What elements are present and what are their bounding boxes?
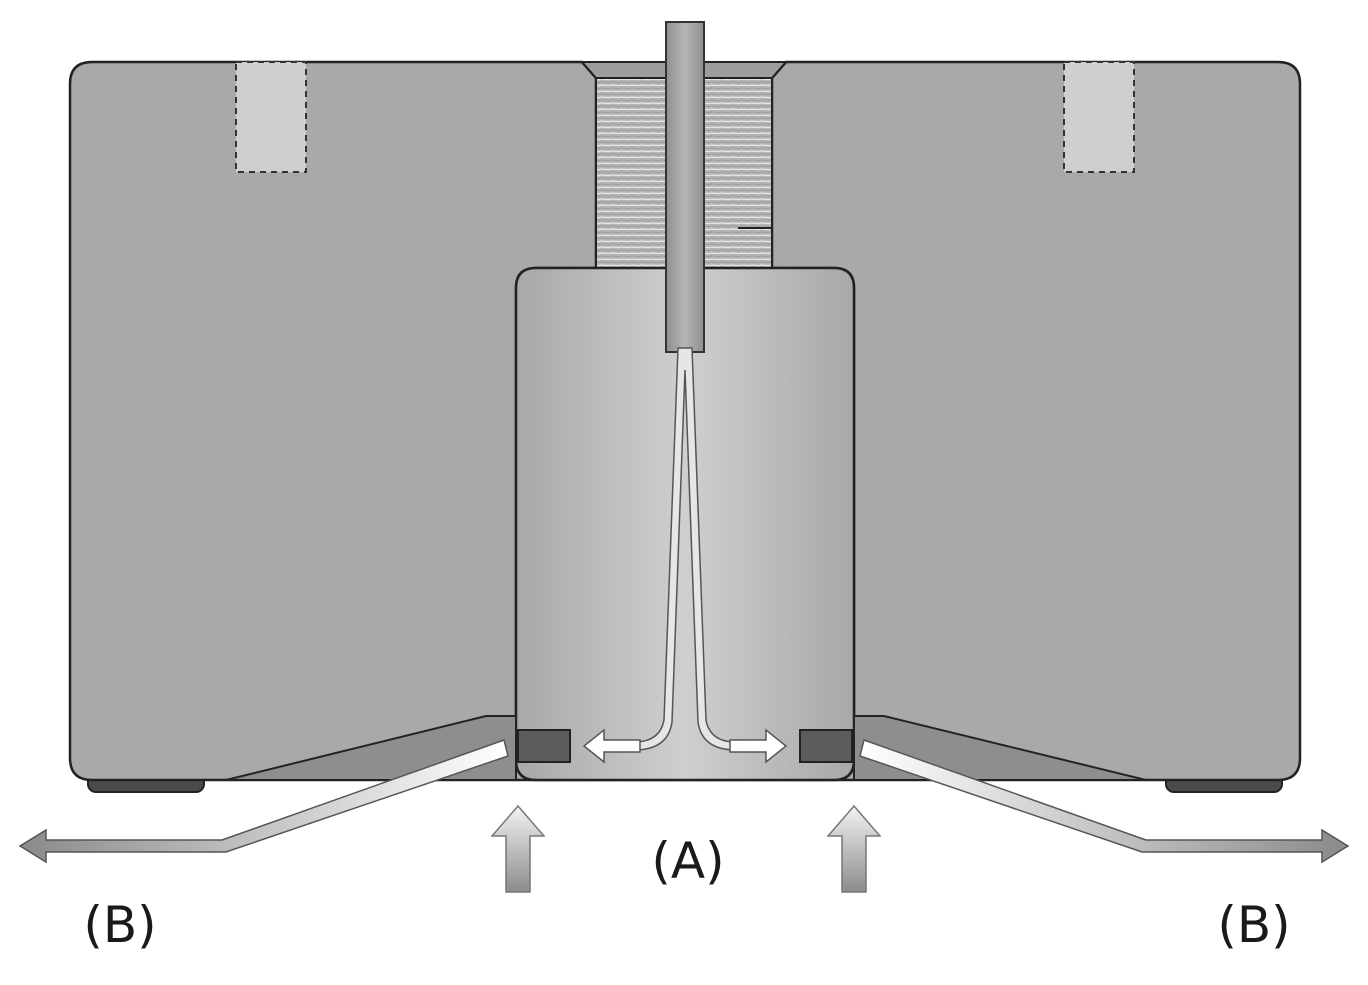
left-seal bbox=[517, 729, 571, 763]
left-outflow-arrow bbox=[18, 739, 509, 864]
label-b-left: (B) bbox=[83, 896, 156, 954]
label-a: (A) bbox=[651, 832, 724, 890]
inner-flow-arrow-right bbox=[729, 728, 788, 764]
inner-flow-arrow-left bbox=[582, 728, 641, 764]
right-inflow-arrow bbox=[826, 804, 882, 893]
right-seal bbox=[799, 729, 853, 763]
label-b-right: (B) bbox=[1217, 896, 1290, 954]
right-dashed-insert bbox=[1063, 61, 1135, 173]
supply-pipe bbox=[665, 21, 705, 353]
inner-chamber bbox=[514, 266, 856, 782]
left-dashed-insert bbox=[235, 61, 307, 173]
right-outflow-arrow bbox=[859, 739, 1350, 864]
left-inflow-arrow bbox=[490, 804, 546, 893]
inner-flow-stem bbox=[599, 347, 771, 751]
